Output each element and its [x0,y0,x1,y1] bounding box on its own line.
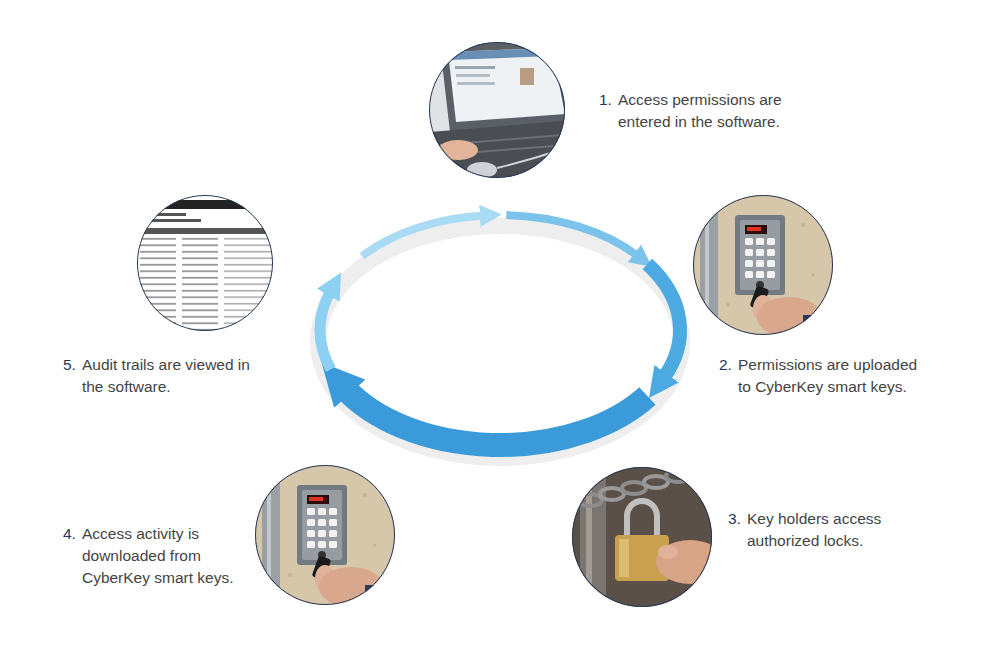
cycle-arrow [647,264,680,379]
step-circle: 4.Access activity is downloaded from Cyb… [255,465,395,605]
cycle-arrow [506,215,638,256]
laptop-photo-part [440,40,575,132]
keypad-photo [250,460,405,615]
step-number: 2. [719,354,732,376]
step-text: Audit trails are viewed in the software. [82,354,257,398]
laptop-photo-part [438,140,478,160]
laptop-photo-part [455,66,495,69]
laptop-photo-part [448,48,565,122]
cycle-arrow [344,388,647,446]
padlock-photo-part [712,540,752,585]
keypad-photo-part [250,460,405,615]
laptop-photo [420,40,600,182]
laptop-photo-part [520,68,534,85]
laptop-photo-part [456,74,490,77]
step-number: 1. [599,89,612,111]
audit-report-photo [137,195,275,336]
step-text: Permissions are uploaded to CyberKey sma… [738,354,918,398]
step-caption: 5. Audit trails are viewed in the softwar… [63,354,257,398]
laptop-photo-part [497,150,560,168]
padlock-photo-part [688,464,712,476]
step-text: Access activity is downloaded from Cyber… [82,523,237,589]
step-caption: 4. Access activity is downloaded from Cyb… [63,523,237,589]
step-circle: 3.Key holders access authorized locks. [572,467,712,607]
step-caption: 3. Key holders access authorized locks. [728,508,897,552]
padlock-photo-part [627,501,657,540]
step-circle: 1.Access permissions are entered in the … [429,42,565,178]
padlock-photo-part [580,467,606,607]
audit-report-photo-part [146,213,186,216]
laptop-photo-part [420,120,600,182]
step-number: 5. [63,354,76,376]
padlock-photo-part [586,467,592,607]
step-text: Access permissions are entered in the so… [618,89,798,133]
step-number: 3. [728,508,741,530]
ring-shadow [318,226,682,458]
cycle-arrow [362,216,484,257]
padlock-photo-part [666,470,690,482]
padlock-photo [572,464,752,607]
step-circle: 5.Audit trails are viewed in the softwar… [137,195,273,331]
padlock-photo-part [619,539,629,577]
laptop-photo-part [457,82,495,85]
audit-report-photo-part [160,200,260,209]
step-caption: 2. Permissions are uploaded to CyberKey s… [719,354,918,398]
keypad-photo-part [688,190,843,345]
laptop-photo-part [467,162,497,178]
padlock-photo-part [572,467,712,607]
laptop-photo-part [448,48,553,60]
audit-report-photo-part [140,228,275,234]
step-text: Key holders access authorized locks. [747,508,897,552]
audit-report-photo-part [146,219,201,222]
cycle-arrow [320,291,331,370]
audit-report-photo-part [140,236,275,336]
step-number: 4. [63,523,76,545]
cycle-ring [318,215,682,458]
keypad-photo [688,190,843,345]
step-caption: 1. Access permissions are entered in the … [599,89,798,133]
step-circle: 2.Permissions are uploaded to CyberKey s… [693,195,833,335]
padlock-photo-part [658,545,678,559]
padlock-photo-part [656,540,724,584]
